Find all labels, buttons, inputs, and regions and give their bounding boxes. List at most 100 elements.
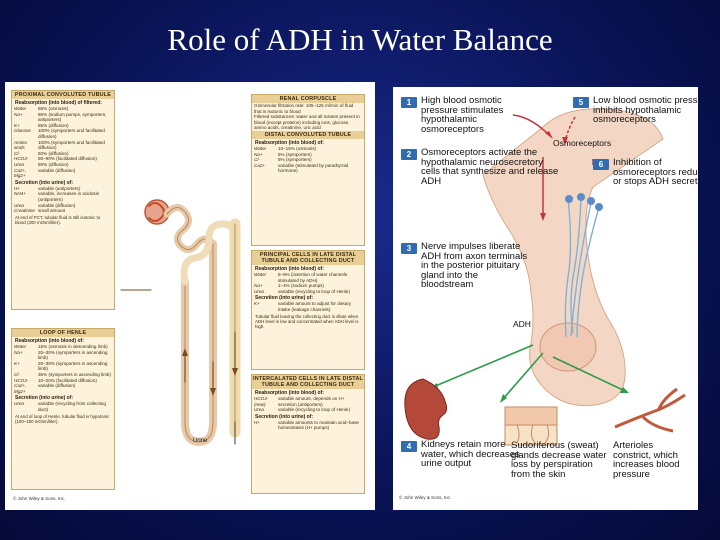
row-value: 15% (osmosis in descending limb): [38, 344, 108, 349]
principal-secretion-label: Secretion (into urine) of:: [255, 295, 314, 302]
row-key: Water: [254, 272, 267, 277]
principal-subheader: Reabsorption (into blood) of:: [255, 266, 324, 272]
loop-secretion-label: Secretion (into urine) of:: [15, 395, 74, 402]
row-value: variable (recycling from collecting duct…: [38, 401, 106, 412]
row-key: Cl-: [14, 150, 20, 156]
row-key: HCO3-: [14, 156, 29, 162]
row-value: 65% (sodium pumps, symporters, antiporte…: [38, 111, 107, 123]
pituitary-illustration: [404, 108, 686, 446]
row-key: HCO3-: [14, 377, 29, 383]
row-value: Glomerular filtration rate: 105–125 ml/m…: [254, 103, 354, 114]
row-key: Urea: [14, 401, 24, 407]
pituitary-gland: [539, 322, 597, 372]
row-value: 10–15% (osmosis): [278, 145, 317, 151]
step-5-badge: 5: [573, 97, 589, 108]
step-6-badge: 6: [593, 159, 609, 170]
row-value: variable amounts to maintain acid–base h…: [278, 419, 359, 431]
row-value: 20–30% (symporters in ascending limb): [38, 349, 108, 361]
intercalated-secretion-label: Secretion (into urine) of:: [255, 413, 314, 420]
step-4-text: Kidneys retain more water, which decreas…: [421, 439, 520, 470]
adh-label: ADH: [513, 319, 531, 329]
skin-icon: [504, 406, 558, 426]
row-value: variable (recycling to loop of Henle): [278, 407, 351, 413]
table-row: K+20–30% (symporters in ascending limb): [14, 361, 112, 372]
table-row: H+variable amounts to maintain acid–base…: [254, 420, 362, 431]
row-value: 5% (symporters): [278, 157, 312, 163]
table-row: Urea variable (recycling to loop of Henle…: [254, 289, 362, 295]
table-row: NH4+variable, increases in acidosis (ant…: [14, 191, 112, 202]
row-key: Urea: [14, 161, 24, 167]
table-row: H+ variable (antiporters): [14, 186, 112, 192]
loop-box: LOOP OF HENLE Reabsorption (into blood) …: [11, 328, 115, 490]
step-4-badge: 4: [401, 441, 417, 452]
intercalated-secretion-rows: H+variable amounts to maintain acid–base…: [252, 420, 364, 431]
row-value: small amount: [38, 208, 66, 214]
nephron-illustration: Urine: [120, 199, 241, 446]
step-5-text: Low blood osmotic pressure inhibits hypo…: [593, 95, 698, 126]
pct-subheader: Reabsorption (into blood) of filtered:: [15, 100, 102, 106]
step-3-badge: 3: [401, 243, 417, 254]
table-row: Urea variable (recycling from collecting …: [14, 401, 112, 412]
row-key: Water: [254, 145, 267, 151]
row-value: 50% (diffusion): [38, 150, 69, 156]
row-key: Ca2+: [254, 162, 266, 168]
pct-note: At end of PCT, tubular fluid is still is…: [15, 214, 101, 226]
row-value: variable amount, depends on H+ secretion…: [278, 396, 345, 407]
row-key: Urea: [254, 288, 264, 294]
table-row: Cl-35% (symporters in ascending limb): [14, 372, 112, 378]
row-value: variable (stimulated by parathyroid horm…: [278, 162, 349, 174]
row-value: 10–20% (facilitated diffusion): [38, 377, 97, 383]
table-row: Na+1–4% (sodium pumps): [254, 283, 362, 289]
arteriole-icon: [614, 387, 686, 433]
intercalated-rows: HCO3- (new)variable amount, depends on H…: [252, 396, 364, 413]
row-key: K+: [254, 301, 260, 307]
loop-note: At end of loop of Henle, tubular fluid i…: [15, 413, 110, 424]
row-key: Glucose: [14, 128, 31, 134]
row-key: Urea: [254, 407, 264, 413]
urine-label: Urine: [193, 438, 208, 444]
step-6-text: Inhibition of osmoreceptors reduces or s…: [613, 157, 698, 188]
table-row: Cl- 5% (symporters): [254, 157, 362, 163]
row-value: 35% (symporters in ascending limb): [38, 371, 112, 377]
row-value: variable amount to adjust for dietary in…: [278, 301, 352, 312]
pct-secretion-label: Secretion (into urine) of:: [15, 179, 74, 186]
row-value: 80–90% (facilitated diffusion): [38, 156, 97, 162]
row-key: K+: [14, 360, 20, 366]
principal-secretion-rows: K+ variable amount to adjust for dietary …: [252, 301, 364, 312]
intercalated-header: INTERCALATED CELLS IN LATE DISTAL TUBULE…: [252, 375, 364, 389]
dct-header: DISTAL CONVOLUTED TUBULE: [252, 130, 364, 139]
arteriole-caption: Arterioles constrict, which increases bl…: [613, 440, 680, 480]
row-value: variable (antiporters): [38, 185, 81, 191]
loop-subheader: Reabsorption (into blood) of:: [15, 338, 84, 344]
table-row: K+65% (diffusion): [14, 123, 112, 129]
table-row: Na+5% (symporters): [254, 152, 362, 158]
row-key: Ca2+, Mg2+: [14, 167, 27, 179]
table-row: Ca2+, Mg2+variable (diffusion): [14, 383, 112, 394]
row-key: Urea: [14, 202, 24, 208]
table-row: Filtered substances: water and all solut…: [254, 114, 362, 131]
row-value: 65% (diffusion): [38, 122, 69, 128]
table-row: Na+65% (sodium pumps, symporters, antipo…: [14, 112, 112, 123]
row-key: Na+: [14, 349, 23, 355]
row-key: H+: [14, 185, 21, 191]
table-row: Na+ 20–30% (symporters in ascending limb): [14, 350, 112, 361]
pct-box: PROXIMAL CONVOLUTED TUBULE Reabsorption …: [11, 90, 115, 310]
row-key: Cl-: [254, 157, 260, 163]
principal-note: Tubular fluid leaving the collecting duc…: [255, 313, 359, 330]
row-value: 100% (symporters and facilitated diffusi…: [38, 139, 105, 151]
table-row: Cl- 50% (diffusion): [14, 151, 112, 157]
row-value: variable (recycling to loop of Henle): [278, 288, 351, 294]
row-key: Ca2+, Mg2+: [14, 383, 27, 394]
intercalated-cells-box: INTERCALATED CELLS IN LATE DISTAL TUBULE…: [251, 374, 365, 494]
row-value: variable, increases in acidosis (antipor…: [38, 191, 100, 202]
hypothalamus-shape: [482, 108, 664, 407]
row-key: Na+: [254, 151, 263, 157]
